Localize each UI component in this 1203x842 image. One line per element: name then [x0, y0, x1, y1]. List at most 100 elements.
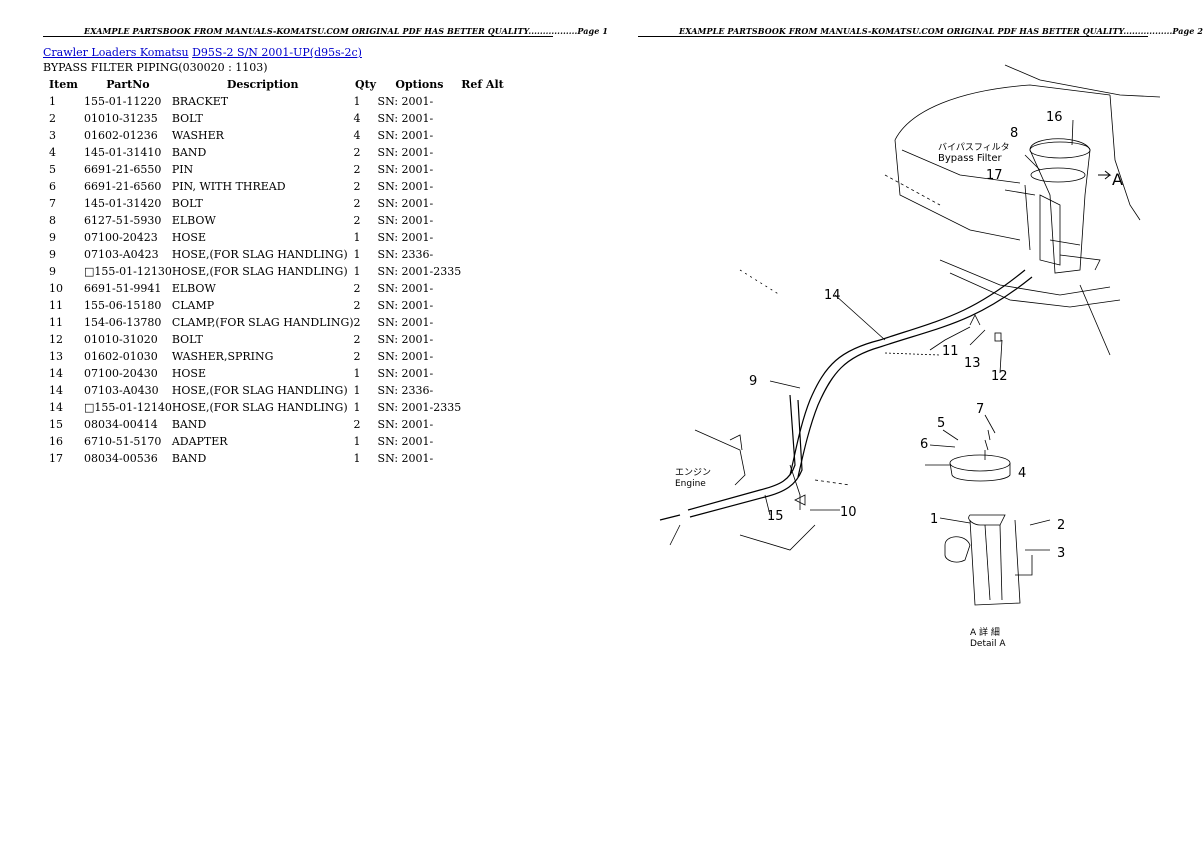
- cell-qty: 2: [353, 350, 361, 363]
- cell-qty: 2: [353, 163, 361, 176]
- cell-options: SN: 2001-: [377, 112, 434, 125]
- cell-partno: 08034-00414: [84, 418, 158, 431]
- cell-partno: 01010-31020: [84, 333, 158, 346]
- cell-qty: 2: [353, 333, 361, 346]
- callout-6: 6: [920, 437, 928, 452]
- cell-options: SN: 2001-: [377, 95, 434, 108]
- callout-14: 14: [824, 288, 841, 303]
- cell-description: ADAPTER: [171, 435, 228, 448]
- cell-partno: 145-01-31420: [84, 197, 162, 210]
- cell-qty: 1: [353, 435, 361, 448]
- cell-partno: 155-06-15180: [84, 299, 162, 312]
- cell-options: SN: 2001-: [377, 316, 434, 329]
- cell-item: 9: [49, 265, 56, 278]
- cell-partno: 07100-20430: [84, 367, 158, 380]
- cell-description: ELBOW: [171, 282, 216, 295]
- cell-partno: 6127-51-5930: [84, 214, 162, 227]
- cell-item: 10: [49, 282, 63, 295]
- callout-16: 16: [1046, 110, 1063, 125]
- cell-partno: 07103-A0423: [84, 248, 159, 261]
- cell-options: SN: 2001-: [377, 146, 434, 159]
- cell-options: SN: 2001-: [377, 214, 434, 227]
- cell-partno: 145-01-31410: [84, 146, 162, 159]
- cell-options: SN: 2001-: [377, 129, 434, 142]
- header-item: Item: [49, 78, 78, 91]
- breadcrumb-link-model[interactable]: D95S-2 S/N 2001-UP(d95s-2c): [192, 46, 362, 59]
- detail-label-jp: A 詳 細: [970, 626, 1000, 638]
- cell-options: SN: 2001-: [377, 231, 434, 244]
- cell-item: 14: [49, 384, 63, 397]
- cell-qty: 2: [353, 316, 361, 329]
- cell-item: 5: [49, 163, 56, 176]
- cell-options: SN: 2001-: [377, 282, 434, 295]
- cell-options: SN: 2001-: [377, 350, 434, 363]
- engine-label-en: Engine: [675, 479, 706, 489]
- cell-description: WASHER: [171, 129, 224, 142]
- cell-refalt: [461, 433, 511, 450]
- cell-qty: 2: [353, 146, 361, 159]
- cell-partno: □155-01-12130: [84, 265, 172, 278]
- cell-partno: 154-06-13780: [84, 316, 162, 329]
- cell-options: SN: 2001-2335: [377, 265, 462, 278]
- cell-qty: 1: [353, 452, 361, 465]
- cell-options: SN: 2001-: [377, 367, 434, 380]
- cell-refalt: [461, 314, 511, 331]
- parts-table: Item PartNo Description Qty Options Ref …: [43, 76, 511, 467]
- cell-refalt: [461, 280, 511, 297]
- parts-diagram: バイパスフィルタ Bypass Filter エンジン Engine A 詳 細…: [659, 64, 1161, 649]
- filter-label-en: Bypass Filter: [938, 153, 1003, 164]
- cell-options: SN: 2001-: [377, 418, 434, 431]
- cell-description: ELBOW: [171, 214, 216, 227]
- breadcrumb-link-category[interactable]: Crawler Loaders Komatsu: [43, 46, 189, 59]
- cell-refalt: [461, 161, 511, 178]
- cell-qty: 1: [353, 95, 361, 108]
- cell-item: 17: [49, 452, 63, 465]
- detail-label-en: Detail A: [970, 639, 1006, 649]
- callout-11: 11: [942, 344, 959, 359]
- header-refalt: Ref Alt: [461, 78, 504, 91]
- header-partno: PartNo: [106, 78, 150, 91]
- cell-partno: 155-01-11220: [84, 95, 162, 108]
- cell-description: HOSE,(FOR SLAG HANDLING): [171, 401, 348, 414]
- cell-item: 13: [49, 350, 63, 363]
- cell-options: SN: 2336-: [377, 248, 434, 261]
- table-header-row: Item PartNo Description Qty Options Ref …: [43, 76, 511, 93]
- cell-refalt: [461, 416, 511, 433]
- cell-refalt: [461, 348, 511, 365]
- cell-item: 1: [49, 95, 56, 108]
- engine-hood-outline: [1004, 64, 1161, 98]
- header-qty: Qty: [355, 78, 377, 91]
- cell-description: PIN: [171, 163, 194, 176]
- callout-5: 5: [937, 416, 945, 431]
- header-rule-left: [43, 36, 553, 37]
- cell-item: 16: [49, 435, 63, 448]
- cell-refalt: [461, 263, 511, 280]
- callout-13: 13: [964, 356, 981, 371]
- cell-item: 8: [49, 214, 56, 227]
- cell-qty: 2: [353, 180, 361, 193]
- cell-description: CLAMP: [171, 299, 215, 312]
- callout-7: 7: [976, 402, 984, 417]
- cell-item: 2: [49, 112, 56, 125]
- cell-qty: 1: [353, 265, 361, 278]
- cell-partno: 01602-01030: [84, 350, 158, 363]
- cell-description: CLAMP,(FOR SLAG HANDLING): [171, 316, 354, 329]
- cell-qty: 1: [353, 231, 361, 244]
- cell-partno: 07100-20423: [84, 231, 158, 244]
- cell-description: BRACKET: [171, 95, 229, 108]
- cell-refalt: [461, 127, 511, 144]
- cell-description: BOLT: [171, 112, 203, 125]
- cell-partno: 6691-21-6560: [84, 180, 162, 193]
- cell-description: HOSE,(FOR SLAG HANDLING): [171, 384, 348, 397]
- cell-item: 3: [49, 129, 56, 142]
- callout-9: 9: [749, 374, 757, 389]
- cell-item: 9: [49, 231, 56, 244]
